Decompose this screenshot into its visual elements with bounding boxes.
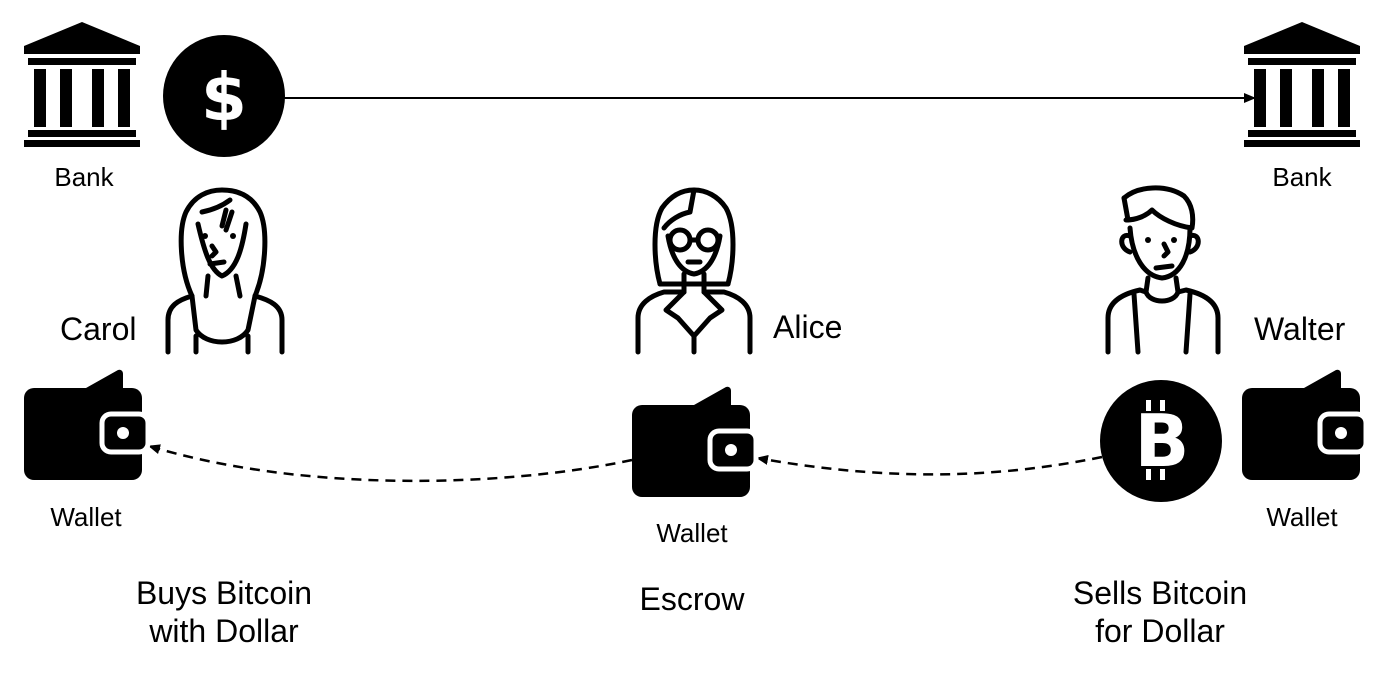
walter-role-line-1: Sells Bitcoin	[1072, 575, 1248, 611]
bank-label: Bank	[54, 162, 114, 192]
alice-name: Alice	[773, 309, 843, 345]
svg-text:$: $	[201, 59, 247, 136]
wallet-label: Wallet	[50, 502, 122, 532]
wallet-icon	[1242, 370, 1366, 480]
carol-name: Carol	[60, 311, 137, 347]
wallet-label: Wallet	[1266, 502, 1338, 532]
wallet-icon	[24, 370, 148, 480]
bank-label: Bank	[1272, 162, 1332, 192]
carol-role: Buys Bitcoin with Dollar	[104, 574, 344, 651]
dollar-coin-icon: $	[163, 35, 285, 157]
alice-role: Escrow	[639, 581, 745, 617]
bank-icon	[1244, 22, 1360, 147]
bank-icon	[24, 22, 140, 147]
walter-role: Sells Bitcoin for Dollar	[1040, 574, 1280, 651]
wallet-label: Wallet	[656, 518, 728, 548]
escrow-to-carol-arrow	[148, 444, 633, 483]
walter-to-escrow-arrow	[756, 454, 1103, 476]
carol-role-line-2: with Dollar	[149, 613, 299, 650]
walter-name: Walter	[1254, 311, 1346, 347]
person-icon	[1105, 185, 1221, 355]
carol-role-line-1: Buys Bitcoin	[135, 575, 313, 611]
person-icon	[165, 187, 285, 355]
person-icon	[635, 187, 753, 355]
bitcoin-coin-icon: B	[1100, 380, 1222, 502]
walter-role-line-2: for Dollar	[1095, 613, 1225, 650]
wallet-icon	[632, 387, 756, 497]
